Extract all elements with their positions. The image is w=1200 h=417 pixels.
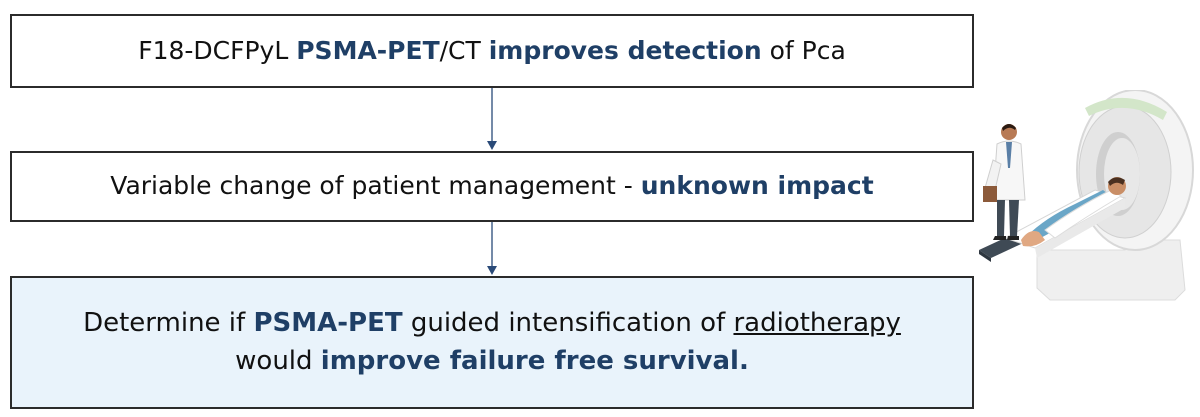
text-segment-unknown-impact: unknown impact [640, 171, 874, 201]
text-segment: Variable change of patient management - [110, 171, 641, 201]
step-box-objective: Determine if PSMA-PET guided intensifica… [10, 276, 974, 409]
step-text-objective: Determine if PSMA-PET guided intensifica… [83, 305, 901, 380]
text-segment-psma-pet: PSMA-PET [253, 307, 403, 338]
step-box-detection: F18-DCFPyL PSMA-PET/CT improves detectio… [10, 14, 974, 88]
text-segment-improves-detection: improves detection [488, 35, 762, 65]
text-segment-radiotherapy: radiotherapy [733, 307, 901, 338]
text-segment: would [235, 345, 321, 376]
step-text-detection: F18-DCFPyL PSMA-PET/CT improves detectio… [138, 33, 846, 69]
text-segment: /CT [439, 35, 489, 65]
text-segment-improve-failure-free-survival: improve failure free survival. [320, 345, 749, 376]
text-segment: F18-DCFPyL [138, 35, 297, 65]
text-segment: Determine if [83, 307, 254, 338]
text-segment-psma-pet: PSMA-PET [296, 35, 440, 65]
objective-line-1: Determine if PSMA-PET guided intensifica… [83, 305, 901, 343]
objective-line-2: would improve failure free survival. [83, 343, 901, 381]
arrow-connector-1 [487, 88, 497, 150]
pet-ct-scanner-icon [979, 90, 1194, 301]
text-segment: guided intensification of [402, 307, 734, 338]
step-text-management: Variable change of patient management - … [110, 168, 873, 204]
text-segment-pca: of Pca [761, 35, 846, 65]
step-box-management: Variable change of patient management - … [10, 151, 974, 222]
arrow-connector-2 [487, 222, 497, 275]
